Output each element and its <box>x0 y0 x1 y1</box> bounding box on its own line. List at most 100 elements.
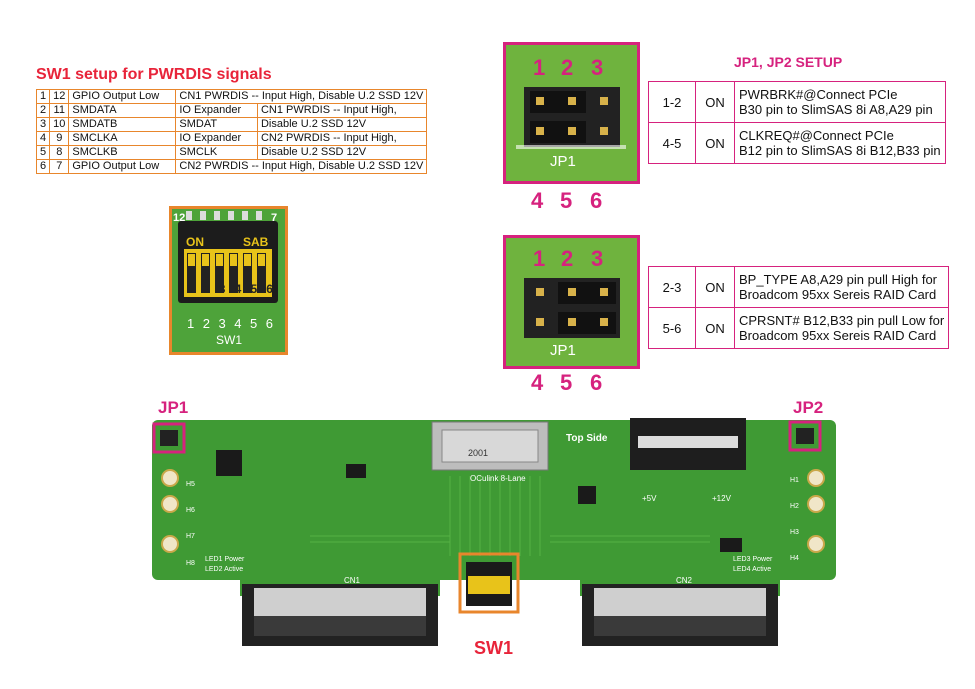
switch-position-4: 4 <box>234 282 242 296</box>
board-led1-label: LED1 Power <box>205 556 245 563</box>
pin-number-cell: 9 <box>49 131 70 146</box>
desc-line: Broadcom 95xx Sereis RAID Card <box>739 287 937 302</box>
hole-label: H4 <box>790 555 799 562</box>
switch-position-3: 3 <box>218 282 226 296</box>
signal-cell: SMDAT <box>175 117 258 132</box>
switch-on-label: ON <box>186 235 204 249</box>
board-led4-label: LED4 Active <box>733 566 772 573</box>
desc-line: PWRBRK#@Connect PCIe <box>739 87 898 102</box>
pin-number-cell: 4 <box>35 131 51 146</box>
signal-cell: SMDATA <box>68 103 177 118</box>
pins-cell: 1-2 <box>648 81 696 123</box>
board-top-side-label: Top Side <box>566 433 608 444</box>
pcb-board-graphic <box>152 418 836 646</box>
signal-cell: CN1 PWRDIS -- Input High, <box>256 103 428 118</box>
switch-pin-12-label: 12 <box>173 212 186 224</box>
signal-cell: SMCLK <box>175 145 258 160</box>
jumper-graphic-1 <box>506 45 637 181</box>
hole-label: H3 <box>790 529 799 536</box>
switch-position-2: 2 <box>202 316 210 331</box>
board-oculink-label: OCulink 8-Lane <box>470 474 526 483</box>
signal-cell: SMDATB <box>68 117 177 132</box>
jp2-top-pin-1: 1 <box>533 246 546 271</box>
pin-number-cell: 12 <box>49 89 70 104</box>
hole-label: H1 <box>790 477 799 484</box>
board-5v-label: +5V <box>642 494 657 503</box>
signal-cell: CN2 PWRDIS -- Input High, Disable U.2 SS… <box>175 159 428 174</box>
desc-line: BP_TYPE A8,A29 pin pull High for <box>739 272 938 287</box>
board-sw1-label: SW1 <box>474 638 514 658</box>
pin-number-cell: 1 <box>35 89 51 104</box>
pin-number-cell: 11 <box>49 103 70 118</box>
jp-bottom-pin-6: 6 <box>590 188 603 213</box>
switch-position-3: 3 <box>218 316 226 331</box>
switch-silkscreen-sw1: SW1 <box>216 333 243 347</box>
jp2-top-pin-3: 3 <box>591 246 604 271</box>
signal-cell: Disable U.2 SSD 12V <box>256 117 428 132</box>
pin-number-cell: 6 <box>35 159 51 174</box>
jp-top-pin-3: 3 <box>591 55 604 80</box>
jumper-photo-2: 1 2 3 JP1 <box>503 235 640 369</box>
signal-cell: CN1 PWRDIS -- Input High, Disable U.2 SS… <box>175 89 428 104</box>
board-holes-right: H1 H2 H3 H4 <box>790 468 799 572</box>
jumper-graphic-2 <box>506 238 637 366</box>
signal-cell: IO Expander <box>175 103 258 118</box>
jp2-bottom-pin-6: 6 <box>590 370 603 395</box>
state-cell: ON <box>695 266 735 308</box>
jp-silkscreen-label: JP1 <box>550 153 576 170</box>
switch-position-5: 5 <box>250 282 258 296</box>
desc-line: Broadcom 95xx Sereis RAID Card <box>739 328 937 343</box>
pin-number-cell: 8 <box>49 145 70 160</box>
board-cn1-label: CN1 <box>344 576 361 585</box>
jp-top-pin-1: 1 <box>533 55 546 80</box>
signal-cell: GPIO Output Low <box>68 89 177 104</box>
board-cn2-label: CN2 <box>676 576 693 585</box>
board-led2-label: LED2 Active <box>205 566 244 573</box>
dip-switch-graphic <box>172 209 285 352</box>
signal-cell: GPIO Output Low <box>68 159 177 174</box>
hole-label: H5 <box>186 481 195 488</box>
board-holes-left: H5 H6 H7 <box>186 472 195 550</box>
desc-line: CPRSNT# B12,B33 pin pull Low for <box>739 313 945 328</box>
desc-line: CLKREQ#@Connect PCIe <box>739 128 894 143</box>
board-connector-text: 2001 <box>468 448 489 458</box>
switch-sab-label: SAB <box>243 235 269 249</box>
pin-number-cell: 10 <box>49 117 70 132</box>
signal-cell: Disable U.2 SSD 12V <box>256 145 428 160</box>
hole-label: H7 <box>186 533 195 540</box>
jp2-bottom-pin-4: 4 <box>531 370 544 395</box>
hole-label: H6 <box>186 507 195 514</box>
signal-cell: SMCLKA <box>68 131 177 146</box>
jp2-silkscreen-label: JP1 <box>550 342 576 359</box>
switch-position-1: 1 <box>187 282 194 296</box>
jp-setup-title: JP1, JP2 SETUP <box>734 54 843 70</box>
pins-cell: 5-6 <box>648 307 696 349</box>
switch-position-4: 4 <box>234 316 242 331</box>
jumper-photo-1: 1 2 3 JP1 <box>503 42 640 184</box>
pin-number-cell: 5 <box>35 145 51 160</box>
state-cell: ON <box>695 81 735 123</box>
switch-position-1: 1 <box>187 316 195 331</box>
board-jp2-label: JP2 <box>793 398 824 417</box>
desc-line: B12 pin to SlimSAS 8i B12,B33 pin <box>739 143 941 158</box>
desc-line: B30 pin to SlimSAS 8i A8,A29 pin <box>739 102 933 117</box>
pin-number-cell: 2 <box>35 103 51 118</box>
jp-bottom-pin-5: 5 <box>560 188 573 213</box>
pins-cell: 2-3 <box>648 266 696 308</box>
